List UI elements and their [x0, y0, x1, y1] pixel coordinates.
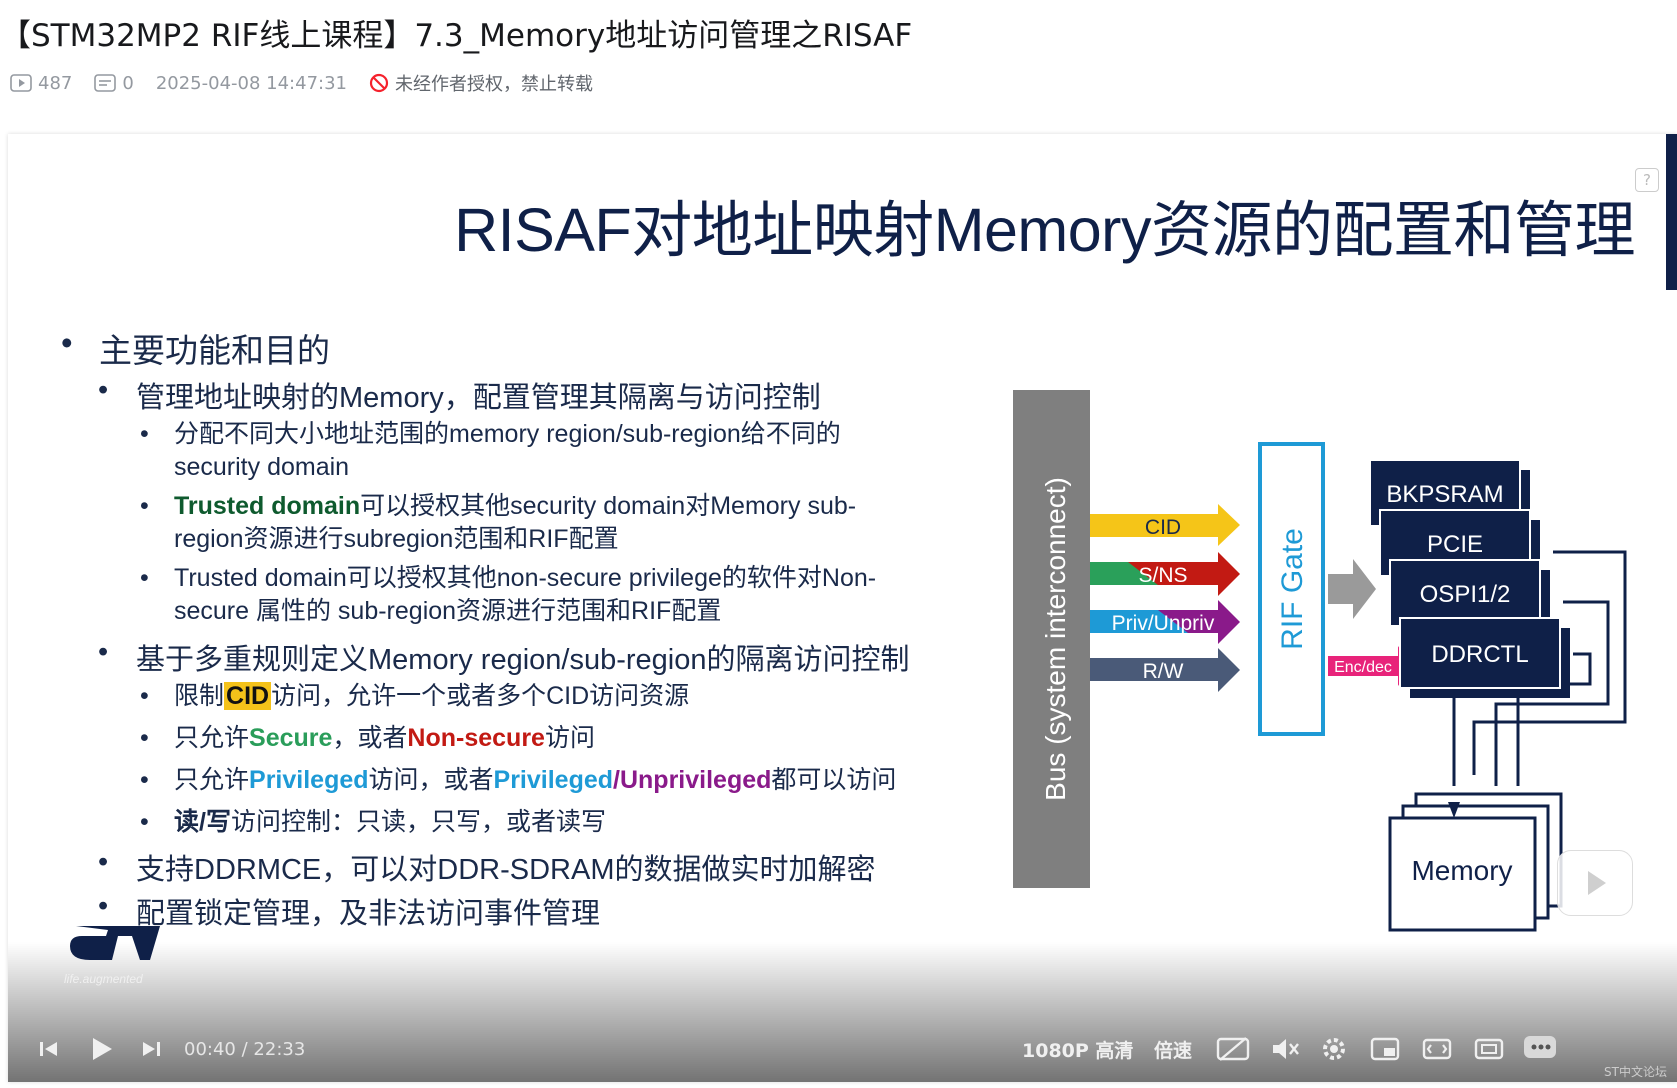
volume-muted-icon	[1273, 1039, 1299, 1059]
bullet-allocate-region: •分配不同大小地址范围的memory region/sub-region给不同的…	[140, 420, 841, 481]
svg-text:Priv/Unpriv: Priv/Unpriv	[1112, 612, 1215, 635]
comment-count: 0	[94, 73, 134, 94]
next-button[interactable]	[140, 1024, 162, 1074]
settings-button[interactable]	[1320, 1024, 1348, 1074]
web-fullscreen-icon	[1474, 1038, 1504, 1060]
block-connectors	[1452, 550, 1627, 786]
svg-text:CID: CID	[1145, 516, 1181, 539]
fullscreen-button[interactable]	[1522, 1024, 1562, 1074]
bullet-cid: •限制CID访问，允许一个或者多个CID访问资源	[140, 682, 690, 710]
play-button[interactable]	[90, 1024, 114, 1074]
rif-gate-label: RIF Gate	[1276, 528, 1309, 650]
pip-button[interactable]	[1370, 1024, 1400, 1074]
bullet-main-purpose: •主要功能和目的	[61, 324, 330, 369]
svg-text:R/W: R/W	[1143, 660, 1184, 683]
bullet-multi-rules: •基于多重规则定义Memory region/sub-region的隔离访问控制	[98, 636, 910, 676]
subtitle-button[interactable]	[1216, 1024, 1250, 1074]
webfullscreen-button[interactable]	[1474, 1024, 1504, 1074]
prev-button[interactable]	[38, 1024, 60, 1074]
widescreen-icon	[1422, 1038, 1452, 1060]
st-logo: life.augmented	[62, 924, 162, 986]
volume-button[interactable]	[1270, 1024, 1300, 1074]
svg-text:Enc/dec: Enc/dec	[1334, 659, 1392, 676]
floating-play-icon[interactable]	[1557, 850, 1633, 916]
memory-label: Memory	[1411, 855, 1512, 886]
rif-gate-box	[1258, 442, 1325, 736]
danmaku-icon	[94, 74, 117, 92]
gate-arrow	[1328, 559, 1376, 619]
skip-forward-icon	[143, 1042, 160, 1056]
quality-button[interactable]: 1080P 高清	[1022, 1039, 1134, 1062]
bullet-manage-memory: •管理地址映射的Memory，配置管理其隔离与访问控制	[98, 374, 821, 414]
page-title: 【STM32MP2 RIF线上课程】7.3_Memory地址访问管理之RISAF	[0, 18, 913, 54]
picture-in-picture-icon	[1370, 1037, 1400, 1061]
svg-text:OSPI1/2: OSPI1/2	[1420, 581, 1511, 608]
subtitle-off-icon	[1216, 1037, 1250, 1061]
view-count: 487	[10, 73, 72, 94]
bullet-trusted-domain-1: •Trusted domain可以授权其他security domain对Mem…	[140, 492, 857, 553]
svg-text:DDRCTL: DDRCTL	[1431, 641, 1528, 668]
play-icon	[93, 1038, 112, 1060]
help-icon: ?	[1635, 168, 1659, 192]
st-tagline: life.augmented	[64, 972, 143, 986]
widescreen-button[interactable]	[1422, 1024, 1452, 1074]
player-controls-overlay	[8, 942, 1677, 1082]
publish-datetime: 2025-04-08 14:47:31	[155, 72, 347, 94]
svg-text:BKPSRAM: BKPSRAM	[1386, 481, 1503, 508]
signal-priv: Priv/Unpriv	[1090, 600, 1240, 644]
signal-sns: S/NS	[1090, 552, 1240, 596]
copyright-notice: 未经作者授权，禁止转载	[369, 70, 593, 96]
memory-arrow	[1448, 802, 1460, 818]
svg-text:PCIE: PCIE	[1427, 531, 1483, 558]
block-ddrctl: DDRCTL	[1399, 617, 1570, 698]
slide-title-accent	[1666, 134, 1677, 290]
memory-box	[1388, 816, 1537, 932]
signal-cid: CID	[1090, 504, 1240, 546]
risaf-diagram: Bus (system interconnect) CID S/NS Priv/…	[1013, 390, 1627, 932]
chat-bubble-icon	[1524, 1036, 1556, 1058]
bullet-secure: •只允许Secure，或者Non-secure访问	[140, 724, 595, 752]
forum-watermark: ST中文论坛	[1604, 1065, 1667, 1079]
bus-bar	[1013, 390, 1090, 888]
slide-title: RISAF对地址映射Memory资源的配置和管理	[454, 196, 1635, 264]
bullet-trusted-domain-2: •Trusted domain可以授权其他non-secure privileg…	[140, 564, 877, 625]
skip-back-icon	[40, 1042, 57, 1056]
gear-icon	[1323, 1038, 1345, 1060]
bullet-rw: •读/写访问控制：只读，只写，或者读写	[140, 808, 606, 836]
bullet-privileged: •只允许Privileged访问，或者Privileged/Unprivileg…	[140, 766, 897, 794]
forbidden-icon	[369, 73, 389, 93]
bus-label: Bus (system interconnect)	[1040, 477, 1071, 801]
bullet-lock: •配置锁定管理，及非法访问事件管理	[98, 890, 601, 930]
player-controls-bar: 00:40 / 22:33 1080P 高清 倍速	[8, 1024, 1677, 1074]
signal-rw: R/W	[1090, 648, 1240, 692]
speed-button[interactable]: 倍速	[1154, 1039, 1193, 1062]
bullet-ddrmce: •支持DDRMCE，可以对DDR-SDRAM的数据做实时加解密	[98, 846, 876, 886]
play-count-icon	[10, 74, 32, 92]
time-display: 00:40 / 22:33	[184, 1038, 306, 1060]
video-meta: 487 0 2025-04-08 14:47:31 未经作者授权，禁止转载	[10, 68, 615, 98]
svg-text:S/NS: S/NS	[1138, 564, 1187, 587]
video-player[interactable]: ? RISAF对地址映射Memory资源的配置和管理 •主要功能和目的 •管理地…	[8, 134, 1677, 1082]
